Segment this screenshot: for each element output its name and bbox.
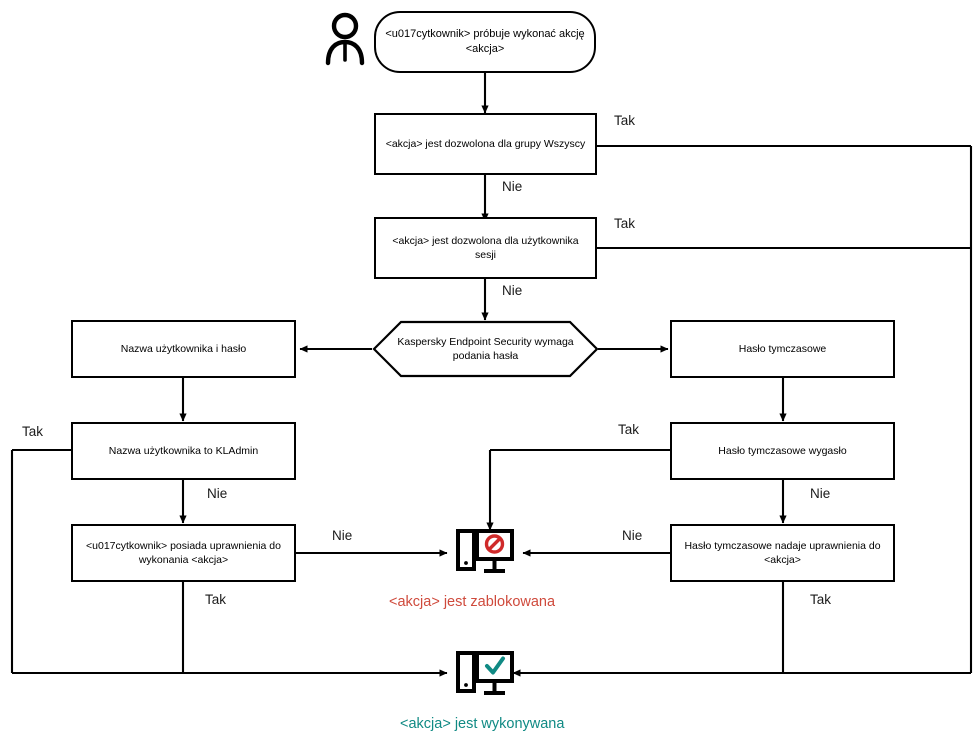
node-start[interactable]: <u017cytkownik> próbuje wykonać akcję <a… (374, 11, 596, 73)
node-temp-password-expired[interactable]: Hasło tymczasowe wygasło (670, 422, 895, 480)
node-temporary-password-label: Hasło tymczasowe (738, 342, 827, 355)
node-temporary-password[interactable]: Hasło tymczasowe (670, 320, 895, 378)
edge-label-kladmin-no: Nie (207, 486, 228, 501)
node-temp-password-expired-label: Hasło tymczasowe wygasło (718, 444, 847, 457)
node-username-and-password[interactable]: Nazwa użytkownika i hasło (71, 320, 296, 378)
edge-label-everyone-yes: Tak (614, 113, 636, 128)
node-allowed-for-session-user[interactable]: <akcja> jest dozwolona dla użytkownika s… (374, 217, 597, 279)
edge-label-grants-no: Nie (622, 528, 643, 543)
edge-label-kladmin-yes: Tak (22, 424, 44, 439)
node-user-has-rights[interactable]: <u017cytkownik> posiada uprawnienia do w… (71, 524, 296, 582)
edge-label-everyone-no: Nie (502, 179, 523, 194)
node-temp-password-grants-rights-label: Hasło tymczasowe nadaje uprawnienia do <… (684, 539, 881, 566)
edge-label-grants-yes: Tak (810, 592, 832, 607)
computer-blocked-icon (456, 528, 514, 578)
node-kes-requires-password-label: Kaspersky Endpoint Security wymaga podan… (397, 335, 574, 362)
node-username-is-kladmin[interactable]: Nazwa użytkownika to KLAdmin (71, 422, 296, 480)
edge-label-expired-no: Nie (810, 486, 831, 501)
edge-label-rights-yes: Tak (205, 592, 227, 607)
outcome-blocked-label: <akcja> jest zablokowana (389, 594, 556, 610)
node-allowed-for-everyone[interactable]: <akcja> jest dozwolona dla grupy Wszyscy (374, 113, 597, 175)
node-temp-password-grants-rights[interactable]: Hasło tymczasowe nadaje uprawnienia do <… (670, 524, 895, 582)
outcome-allowed-label: <akcja> jest wykonywana (400, 716, 565, 732)
node-username-and-password-label: Nazwa użytkownika i hasło (120, 342, 247, 355)
edge-label-expired-yes: Tak (618, 422, 640, 437)
node-allowed-for-everyone-label: <akcja> jest dozwolona dla grupy Wszyscy (385, 137, 586, 150)
node-username-is-kladmin-label: Nazwa użytkownika to KLAdmin (108, 444, 259, 457)
edge-label-rights-no: Nie (332, 528, 353, 543)
node-start-label: <u017cytkownik> próbuje wykonać akcję <a… (385, 28, 585, 55)
node-allowed-for-session-user-label: <akcja> jest dozwolona dla użytkownika s… (392, 234, 579, 261)
edge-label-session-no: Nie (502, 283, 523, 298)
user-icon (322, 10, 368, 68)
edge-label-session-yes: Tak (614, 216, 636, 231)
computer-allowed-icon (456, 650, 514, 700)
node-user-has-rights-label: <u017cytkownik> posiada uprawnienia do w… (86, 539, 281, 566)
node-kes-requires-password[interactable]: Kaspersky Endpoint Security wymaga podan… (372, 320, 599, 378)
